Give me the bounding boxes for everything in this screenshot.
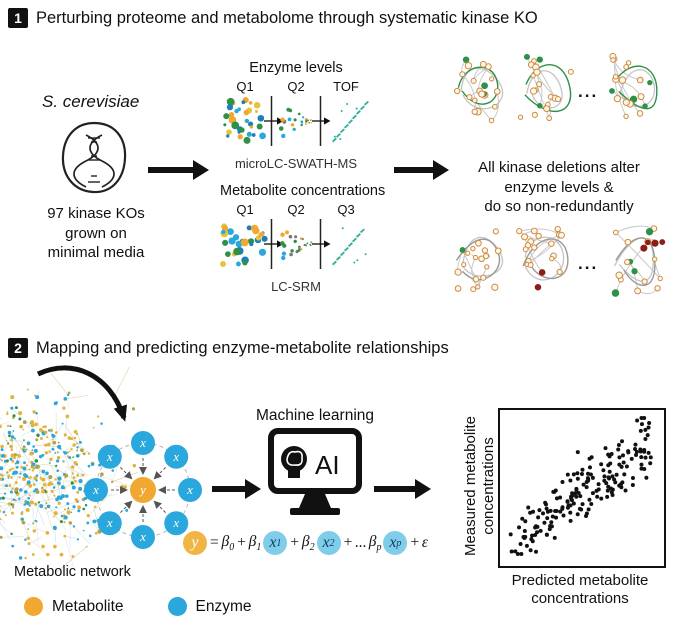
machine-learning-label: Machine learning bbox=[255, 407, 375, 424]
metabolite-ms-title: Metabolite concentrations bbox=[220, 183, 386, 199]
arrow-ms-to-networks-icon bbox=[394, 160, 449, 180]
ai-label: AI bbox=[315, 450, 340, 480]
formula-token: + bbox=[236, 534, 247, 551]
svg-text:x: x bbox=[186, 482, 193, 497]
formula-token: β1 bbox=[248, 532, 262, 554]
svg-text:x: x bbox=[172, 449, 179, 464]
enzyme-ms-schematic-icon bbox=[223, 96, 369, 146]
formula-token: = bbox=[209, 534, 220, 551]
q2-label: Q2 bbox=[287, 79, 305, 94]
formula-token: β0 bbox=[221, 532, 235, 554]
organism-label: S. cerevisiae bbox=[42, 92, 140, 111]
head-brain-icon bbox=[281, 446, 307, 478]
q2-label: Q2 bbox=[287, 202, 305, 217]
panel-1-title: Perturbing proteome and metabolome throu… bbox=[36, 9, 538, 27]
enzyme-label: Enzyme bbox=[195, 597, 252, 615]
arrow-network-to-ml-icon bbox=[212, 479, 261, 499]
kinase-ko-network-icon bbox=[516, 225, 569, 291]
result-line: All kinase deletions alter bbox=[478, 159, 640, 176]
formula-token: ... bbox=[355, 534, 367, 551]
curved-arrow-icon bbox=[36, 365, 128, 422]
svg-text:x: x bbox=[172, 515, 179, 530]
formula-token: + bbox=[342, 534, 354, 551]
enzyme-ms-title: Enzyme levels bbox=[249, 60, 343, 76]
panel-2-title: Mapping and predicting enzyme-metabolite… bbox=[36, 339, 449, 357]
svg-text:y: y bbox=[138, 482, 146, 497]
kinase-ko-network-icon bbox=[454, 228, 504, 293]
xlabel-line: concentrations bbox=[531, 590, 629, 607]
svg-text:x: x bbox=[92, 482, 99, 497]
ylabel-line: Measured metabolite bbox=[462, 415, 479, 557]
metabolic-network-hairball-icon bbox=[0, 366, 138, 573]
metabolite-swatch-icon bbox=[24, 597, 43, 616]
svg-text:x: x bbox=[106, 515, 113, 530]
result-line: enzyme levels & bbox=[504, 178, 614, 196]
enzyme-ms-caption: microLC-SWATH-MS bbox=[234, 156, 358, 171]
formula-token: ε bbox=[421, 534, 429, 551]
q3-label: Q3 bbox=[337, 202, 355, 217]
arrow-cell-to-ms-icon bbox=[148, 160, 209, 180]
tof-label: TOF bbox=[333, 79, 359, 94]
scatter-xlabel: Predicted metabolite concentrations bbox=[498, 572, 662, 608]
formula-token: β2 bbox=[301, 532, 315, 554]
metabolite-ms-caption: LC-SRM bbox=[271, 279, 321, 294]
xlabel-line: Predicted metabolite bbox=[511, 572, 649, 589]
dna-strand-icon bbox=[89, 134, 115, 188]
enzyme-ms-q-labels: Q1 Q2 TOF bbox=[220, 79, 372, 94]
svg-text:x: x bbox=[139, 435, 146, 450]
arrow-ml-to-plot-icon bbox=[374, 479, 431, 499]
kinase-ko-network-icon bbox=[453, 56, 504, 124]
ai-computer-icon: AI bbox=[268, 428, 362, 515]
panel-2-badge: 2 bbox=[8, 338, 28, 358]
enzyme-ms-block: Enzyme levels Q1 Q2 TOF microLC-SWATH-MS bbox=[220, 60, 372, 171]
ko-line: 97 kinase KOs bbox=[47, 205, 145, 222]
scatter-plot bbox=[498, 408, 666, 568]
yeast-cell-icon bbox=[61, 121, 127, 194]
xy-hub-motif-icon: x x x x x x x x y bbox=[84, 431, 202, 549]
scatter-ylabel: Measured metabolite concentrations bbox=[462, 401, 498, 571]
metabolite-ms-q-labels: Q1 Q2 Q3 bbox=[220, 202, 372, 217]
kinase-ko-network-icon bbox=[517, 53, 574, 122]
dna-strand-icon bbox=[73, 134, 99, 188]
ko-line: minimal media bbox=[47, 244, 145, 261]
result-line: do so non-redundantly bbox=[484, 198, 634, 215]
ellipsis: ... bbox=[578, 82, 599, 101]
metabolite-ms-schematic-icon bbox=[220, 219, 367, 269]
panel-1-badge: 1 bbox=[8, 8, 28, 28]
enzyme-swatch-icon bbox=[167, 597, 187, 616]
ko-description: 97 kinase KOs grown on minimal media bbox=[20, 204, 172, 263]
legend-item-enzyme: Enzyme bbox=[167, 597, 252, 616]
ylabel-line: concentrations bbox=[480, 437, 497, 535]
result-text: All kinase deletions alter enzyme levels… bbox=[448, 158, 670, 217]
metabolite-ms-block: Metabolite concentrations Q1 Q2 Q3 LC-SR… bbox=[220, 183, 386, 294]
q1-label: Q1 bbox=[236, 79, 254, 94]
formula-y-term: y bbox=[183, 531, 207, 555]
svg-text:x: x bbox=[106, 449, 113, 464]
legend-item-metabolite: Metabolite bbox=[24, 597, 124, 616]
legend: Metabolite Enzyme bbox=[24, 597, 252, 616]
metabolite-label: Metabolite bbox=[52, 597, 124, 615]
formula-token: βp bbox=[368, 532, 382, 554]
dna-rungs-icon bbox=[88, 137, 100, 183]
svg-text:x: x bbox=[139, 529, 146, 544]
ko-line: grown on bbox=[65, 224, 127, 242]
q1-label: Q1 bbox=[236, 202, 254, 217]
kinase-ko-network-icon bbox=[609, 52, 658, 120]
ellipsis: ... bbox=[578, 254, 599, 273]
metabolic-network-label: Metabolic network bbox=[14, 564, 131, 580]
kinase-ko-network-icon bbox=[611, 225, 666, 297]
formula-token: + bbox=[289, 534, 300, 551]
formula-token: + bbox=[409, 534, 420, 551]
